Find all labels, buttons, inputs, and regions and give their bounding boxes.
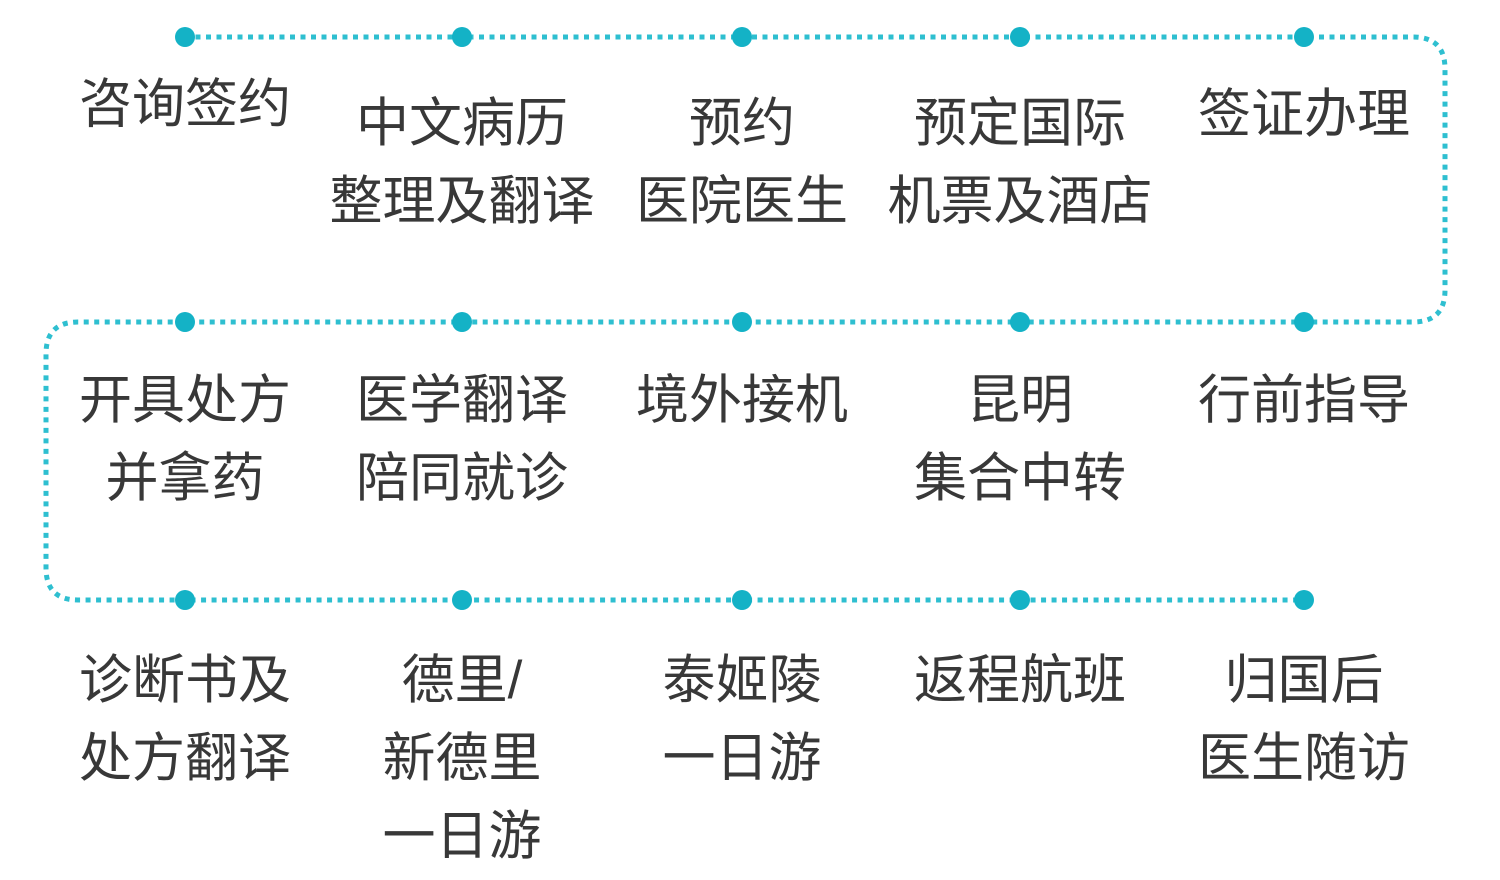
step-label: 一日游 <box>382 807 542 866</box>
flow-node-dot <box>175 27 195 47</box>
flow-node-dot <box>1010 27 1030 47</box>
step-label: 处方翻译 <box>79 729 291 788</box>
step-label: 行前指导 <box>1198 371 1410 430</box>
flow-node-dot <box>732 27 752 47</box>
step-return-flight: 返程航班 <box>850 642 1190 720</box>
step-label: 并拿药 <box>105 449 265 508</box>
step-label: 整理及翻译 <box>329 172 595 231</box>
step-label: 机票及酒店 <box>887 172 1153 231</box>
step-label: 开具处方 <box>79 371 291 430</box>
flow-node-dot <box>452 27 472 47</box>
step-label: 返程航班 <box>914 651 1126 710</box>
step-hospital-doctor-appointment: 预约 医院医生 <box>572 85 912 241</box>
step-kunming-assembly-transfer: 昆明 集合中转 <box>850 362 1190 518</box>
flow-node-dot <box>1010 312 1030 332</box>
step-label: 境外接机 <box>636 371 848 430</box>
step-label: 陪同就诊 <box>356 449 568 508</box>
step-medical-records-translation: 中文病历 整理及翻译 <box>292 85 632 241</box>
step-label: 签证办理 <box>1198 85 1410 144</box>
step-label: 中文病历 <box>356 94 568 153</box>
step-medical-interpreter-visit: 医学翻译 陪同就诊 <box>292 362 632 518</box>
step-post-return-followup: 归国后 医生随访 <box>1134 642 1474 798</box>
step-label: 预约 <box>689 94 795 153</box>
step-label: 咨询签约 <box>79 75 291 134</box>
flow-node-dot <box>1294 312 1314 332</box>
step-flight-hotel-booking: 预定国际 机票及酒店 <box>850 85 1190 241</box>
step-diagnosis-prescription-translation: 诊断书及 处方翻译 <box>15 642 355 798</box>
step-label: 新德里 <box>382 729 542 788</box>
step-label: 泰姬陵 <box>662 651 822 710</box>
step-label: 昆明 <box>967 371 1073 430</box>
flow-node-dot <box>1010 590 1030 610</box>
step-label: 医院医生 <box>636 172 848 231</box>
step-visa-processing: 签证办理 <box>1134 76 1474 154</box>
flow-node-dot <box>452 312 472 332</box>
flow-node-dot <box>1294 590 1314 610</box>
step-predeparture-guidance: 行前指导 <box>1134 362 1474 440</box>
flow-node-dot <box>732 312 752 332</box>
step-label: 一日游 <box>662 729 822 788</box>
step-delhi-day-tour: 德里/ 新德里 一日游 <box>292 642 632 876</box>
step-label: 诊断书及 <box>79 651 291 710</box>
step-taj-mahal-day-tour: 泰姬陵 一日游 <box>572 642 912 798</box>
step-overseas-airport-pickup: 境外接机 <box>572 362 912 440</box>
step-label: 医学翻译 <box>356 371 568 430</box>
step-label: 预定国际 <box>914 94 1126 153</box>
step-label: 医生随访 <box>1198 729 1410 788</box>
flow-node-dot <box>452 590 472 610</box>
flow-node-dot <box>175 590 195 610</box>
step-label: 德里/ <box>401 651 523 710</box>
step-label: 集合中转 <box>914 449 1126 508</box>
step-prescription-medication: 开具处方 并拿药 <box>15 362 355 518</box>
flow-node-dot <box>1294 27 1314 47</box>
step-label: 归国后 <box>1224 651 1384 710</box>
flow-node-dot <box>732 590 752 610</box>
step-consultation-signing: 咨询签约 <box>15 66 355 144</box>
flow-node-dot <box>175 312 195 332</box>
